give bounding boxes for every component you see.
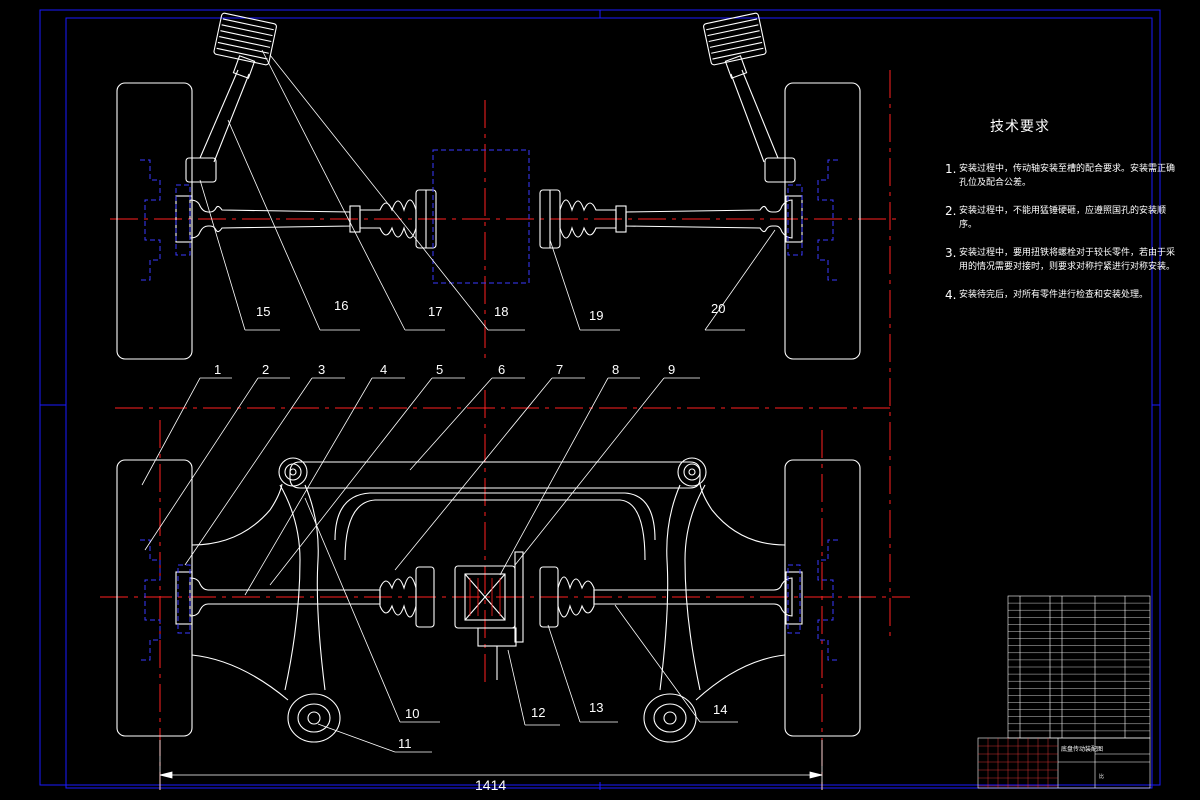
parts-list-rows [1008,602,1150,732]
part-label-3: 3 [318,362,325,377]
lower-left-wheel [116,459,193,737]
title-block-grid [978,738,1058,788]
tech-requirement-text: 安装过程中，要用扭铁将螺栓对于较长零件，若由于采用的情况需要对接时，则要求对称拧… [959,248,1176,272]
part-label-15: 15 [256,304,270,319]
lower-left-control-arm [191,457,341,743]
title-block [977,737,1151,789]
part-label-5: 5 [436,362,443,377]
leader-lines [141,49,776,753]
upper-right-halfshaft [539,189,793,249]
lower-hidden [140,539,838,661]
gear-hatch [469,578,501,616]
part-label-4: 4 [380,362,387,377]
dimension-track-width [159,740,823,790]
part-labels: 1 2 3 4 5 6 7 8 9 10 11 12 13 14 15 16 1… [214,298,727,751]
lower-right-wheel [784,459,861,737]
tech-requirement-2: 2. 安装过程中，不能用猛锤硬砸，应遵照国孔的安装顺序。 [945,204,1175,232]
part-label-10: 10 [405,706,419,721]
upper-left-strut [185,12,277,183]
part-label-20: 20 [711,301,725,316]
part-label-9: 9 [668,362,675,377]
part-label-1: 1 [214,362,221,377]
subframe [289,461,701,561]
tech-requirement-text: 安装过程中，不能用猛锤硬砸，应遵照国孔的安装顺序。 [959,206,1167,230]
upper-right-strut [703,12,796,183]
tech-requirement-1: 1. 安装过程中，传动轴安装至槽的配合要求。安装需正确孔位及配合公差。 [945,162,1175,190]
lower-right-control-arm [643,457,786,743]
part-label-12: 12 [531,705,545,720]
part-label-14: 14 [713,702,727,717]
part-label-11: 11 [398,736,412,751]
lower-view [116,457,861,743]
part-label-17: 17 [428,304,442,319]
tech-requirement-number: 1. [945,162,957,176]
technical-requirements: 技术要求 1. 安装过程中，传动轴安装至槽的配合要求。安装需正确孔位及配合公差。… [945,116,1175,316]
part-label-7: 7 [556,362,563,377]
part-label-8: 8 [612,362,619,377]
part-label-16: 16 [334,298,348,313]
title-block-drawing-title: 底盘传动装配图 [1061,745,1103,753]
tech-requirement-number: 3. [945,246,957,260]
lower-left-halfshaft [189,566,435,628]
drawing-frame [39,9,1161,790]
tech-requirement-number: 4. [945,288,957,302]
part-label-19: 19 [589,308,603,323]
tech-requirement-text: 安装待完后，对所有零件进行检查和安装处理。 [959,290,1149,300]
upper-left-wheel [116,82,193,360]
tech-requirements-title: 技术要求 [990,119,1050,135]
upper-view [116,12,861,360]
tech-requirement-text: 安装过程中，传动轴安装至槽的配合要求。安装需正确孔位及配合公差。 [959,164,1176,188]
part-label-6: 6 [498,362,505,377]
upper-hidden [140,149,838,284]
centerlines [100,70,910,790]
tech-requirement-number: 2. [945,204,957,218]
differential [454,551,524,680]
part-label-13: 13 [589,700,603,715]
tech-requirement-3: 3. 安装过程中，要用扭铁将螺栓对于较长零件，若由于采用的情况需要对接时，则要求… [945,246,1175,274]
tech-requirement-4: 4. 安装待完后，对所有零件进行检查和安装处理。 [945,288,1175,302]
part-label-18: 18 [494,304,508,319]
upper-right-wheel [784,82,861,360]
title-block-scale-mark: 比 [1099,773,1104,780]
dimension-value: 1414 [475,777,506,793]
part-label-2: 2 [262,362,269,377]
